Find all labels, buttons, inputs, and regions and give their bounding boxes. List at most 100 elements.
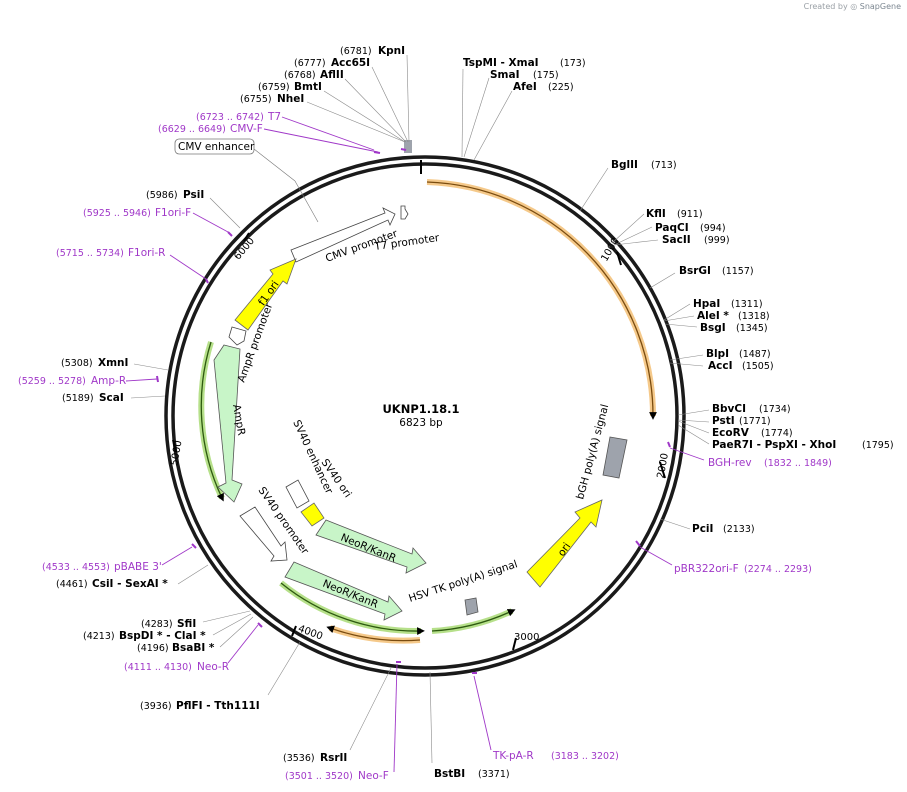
primer-name: pBR322ori-F bbox=[674, 563, 739, 575]
primer-range: (2274 .. 2293) bbox=[744, 564, 812, 575]
enzyme-pos: (3936) bbox=[140, 701, 172, 712]
enzyme-pos: (5189) bbox=[62, 393, 94, 404]
enzyme-pos: (1487) bbox=[739, 349, 771, 360]
orf-arc-bottom-line bbox=[326, 625, 421, 642]
enzyme-pos: (1771) bbox=[739, 416, 771, 427]
primer-name: pBABE 3' bbox=[114, 561, 162, 573]
enzyme-name: TspMI - XmaI bbox=[463, 57, 539, 69]
enzyme-labels: (6781) KpnI (6777) Acc65I (6768) AflII (… bbox=[56, 45, 894, 780]
primer-name: F1ori-F bbox=[155, 207, 191, 219]
primer-range: (5715 .. 5734) bbox=[56, 248, 124, 259]
enzyme-name: BlpI bbox=[706, 348, 729, 360]
enzyme-pos: (994) bbox=[700, 223, 726, 234]
tick-label-2000: 2000 bbox=[656, 452, 671, 479]
enzyme-name: PciI bbox=[692, 523, 713, 535]
enzyme-pos: (225) bbox=[548, 82, 574, 93]
sv40-ori-feature bbox=[300, 502, 325, 527]
sv40-enhancer-feature bbox=[285, 479, 310, 509]
enzyme-pos: (1774) bbox=[761, 428, 793, 439]
primer-name: Neo-R bbox=[197, 661, 229, 673]
enzyme-pos: (4213) bbox=[83, 631, 115, 642]
enzyme-pos: (1311) bbox=[731, 299, 763, 310]
neokanr-feature-2 bbox=[284, 561, 403, 621]
enzyme-pos: (4461) bbox=[56, 579, 88, 590]
enzyme-pos: (5986) bbox=[146, 190, 178, 201]
ampr-promoter-feature bbox=[228, 326, 247, 346]
orf-arc-top bbox=[426, 179, 656, 417]
enzyme-pos: (5308) bbox=[61, 358, 93, 369]
enzyme-name: KflI bbox=[646, 208, 666, 220]
orf-arc-top-line bbox=[426, 181, 657, 420]
enzyme-name: ScaI bbox=[99, 392, 124, 404]
enzyme-name: BstBI bbox=[434, 768, 465, 780]
primer-labels: (6723 .. 6742) T7 (6629 .. 6649) CMV-F (… bbox=[18, 111, 832, 782]
mcs-block bbox=[404, 140, 412, 153]
enzyme-name: BsgI bbox=[700, 322, 726, 334]
backbone-inner-ring bbox=[171, 162, 679, 670]
enzyme-pos: (4196) bbox=[137, 643, 169, 654]
enzyme-pos: (6781) bbox=[340, 46, 372, 57]
enzyme-pos: (175) bbox=[533, 70, 559, 81]
enzyme-pos: (4283) bbox=[141, 619, 173, 630]
f1-ori-feature bbox=[234, 258, 297, 331]
enzyme-pos: (1345) bbox=[736, 323, 768, 334]
enzyme-name: SacII bbox=[662, 234, 691, 246]
plasmid-length: 6823 bp bbox=[399, 417, 443, 429]
enzyme-name: PaqCI bbox=[655, 222, 689, 234]
primer-name: Neo-F bbox=[358, 770, 389, 782]
enzyme-name: BsrGI bbox=[679, 265, 711, 277]
enzyme-name: PaeR7I - PspXI - XhoI bbox=[712, 439, 836, 451]
enzyme-pos: (1157) bbox=[722, 266, 754, 277]
orf-arc-neo-line bbox=[280, 582, 425, 635]
primer-range: (3183 .. 3202) bbox=[551, 751, 619, 762]
ori-feature bbox=[526, 499, 603, 588]
primer-name: BGH-rev bbox=[708, 457, 752, 469]
hsv-tk-polya-label: HSV TK poly(A) signal bbox=[407, 558, 519, 605]
bgh-polya-label: bGH poly(A) signal bbox=[574, 403, 611, 501]
enzyme-leaders bbox=[130, 54, 710, 764]
enzyme-name: EcoRV bbox=[712, 427, 750, 439]
tick-label-3000: 3000 bbox=[514, 632, 539, 643]
primer-range: (6629 .. 6649) bbox=[158, 124, 226, 135]
primer-range: (4533 .. 4553) bbox=[42, 562, 110, 573]
enzyme-name: PstI bbox=[712, 415, 735, 427]
enzyme-pos: (3371) bbox=[478, 769, 510, 780]
enzyme-name: BspDI * - ClaI * bbox=[119, 630, 206, 642]
enzyme-pos: (1318) bbox=[738, 311, 770, 322]
primer-name: CMV-F bbox=[230, 123, 263, 135]
enzyme-pos: (1734) bbox=[759, 404, 791, 415]
orf-arc-left-line bbox=[200, 341, 224, 502]
cmv-enhancer-label: CMV enhancer bbox=[178, 141, 255, 153]
enzyme-pos: (2133) bbox=[723, 524, 755, 535]
enzyme-pos: (1505) bbox=[742, 361, 774, 372]
enzyme-name: AfeI bbox=[513, 81, 537, 93]
enzyme-name: HpaI bbox=[693, 298, 720, 310]
enzyme-pos: (713) bbox=[651, 160, 677, 171]
enzyme-pos: (6777) bbox=[294, 58, 326, 69]
primer-name: TK-pA-R bbox=[492, 750, 534, 762]
primer-name: T7 bbox=[267, 111, 281, 123]
neokanr-label-2: NeoR/KanR bbox=[321, 578, 380, 611]
enzyme-name: NheI bbox=[277, 93, 304, 105]
ampr-feature bbox=[213, 344, 243, 503]
bgh-polya-feature bbox=[602, 436, 628, 479]
watermark-prefix: Created by bbox=[803, 2, 848, 11]
cmv-enhancer-label-box: CMV enhancer bbox=[174, 138, 255, 155]
enzyme-pos: (6768) bbox=[284, 70, 316, 81]
ampr-label: AmpR bbox=[230, 403, 247, 436]
backbone-outer-ring bbox=[164, 155, 686, 677]
sv40-promoter-feature bbox=[239, 506, 288, 562]
enzyme-pos: (999) bbox=[704, 235, 730, 246]
hsv-tk-polya-feature bbox=[464, 597, 479, 616]
enzyme-name: Acc65I bbox=[331, 57, 370, 69]
primer-range: (4111 .. 4130) bbox=[124, 662, 192, 673]
enzyme-pos: (3536) bbox=[283, 753, 315, 764]
enzyme-pos: (173) bbox=[560, 58, 586, 69]
primer-range: (3501 .. 3520) bbox=[285, 771, 353, 782]
enzyme-pos: (6755) bbox=[240, 94, 272, 105]
enzyme-name: XmnI bbox=[98, 357, 128, 369]
cmv-promoter-feature bbox=[290, 207, 396, 263]
enzyme-name: CsiI - SexAI * bbox=[92, 578, 168, 590]
tick-label-5000: 5000 bbox=[169, 440, 184, 467]
